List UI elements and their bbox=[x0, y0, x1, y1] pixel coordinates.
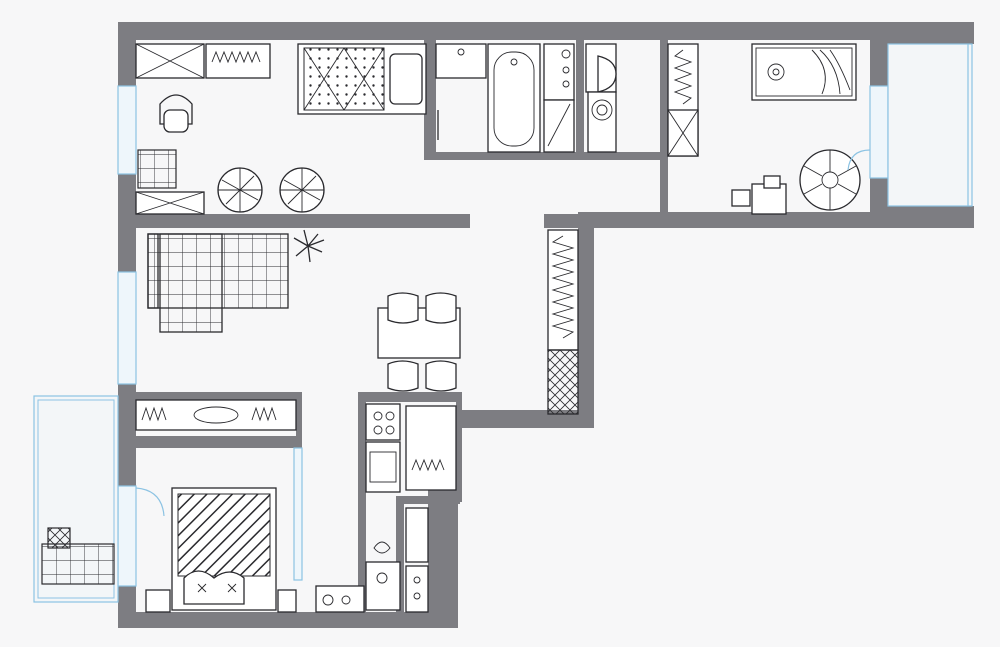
pillows bbox=[183, 570, 245, 605]
wardrobe bbox=[205, 43, 271, 79]
cooktop bbox=[365, 403, 401, 441]
sink-basin bbox=[373, 541, 391, 554]
office-chair bbox=[159, 94, 193, 125]
balcony-left bbox=[33, 395, 119, 603]
balcony-sofa bbox=[41, 543, 115, 585]
nightstand-1 bbox=[145, 589, 171, 613]
bathroom bbox=[435, 43, 575, 153]
shelf bbox=[405, 507, 429, 563]
toilet-room bbox=[585, 43, 617, 153]
chair-2 bbox=[731, 189, 751, 207]
hallway bbox=[547, 229, 579, 415]
bedroom-2 bbox=[667, 43, 871, 215]
cooker bbox=[365, 561, 401, 611]
sofa-chaise bbox=[159, 233, 223, 333]
bathtub bbox=[487, 43, 541, 153]
nightstand-2 bbox=[277, 589, 297, 613]
balcony-right bbox=[887, 43, 973, 207]
dishwasher bbox=[405, 565, 429, 613]
washing-machine bbox=[587, 91, 617, 153]
single-bed-2 bbox=[751, 43, 857, 101]
master-bedroom bbox=[135, 487, 297, 613]
fridge bbox=[405, 405, 457, 491]
oven bbox=[365, 441, 401, 493]
chair-3 bbox=[387, 360, 419, 392]
windows bbox=[117, 85, 889, 587]
chair-4 bbox=[425, 360, 457, 392]
shoe-cabinet bbox=[547, 349, 579, 415]
toilet-bowl bbox=[597, 55, 617, 93]
sink bbox=[435, 43, 487, 79]
desk-2 bbox=[751, 183, 787, 215]
plant bbox=[293, 229, 325, 263]
kitchen bbox=[315, 403, 457, 613]
living-room bbox=[135, 229, 461, 431]
counter bbox=[315, 585, 365, 613]
study-bedroom bbox=[135, 43, 427, 215]
chair-2 bbox=[425, 292, 457, 324]
shelf bbox=[543, 43, 575, 101]
desk-chair-seat bbox=[137, 149, 177, 189]
chair-1 bbox=[387, 292, 419, 324]
